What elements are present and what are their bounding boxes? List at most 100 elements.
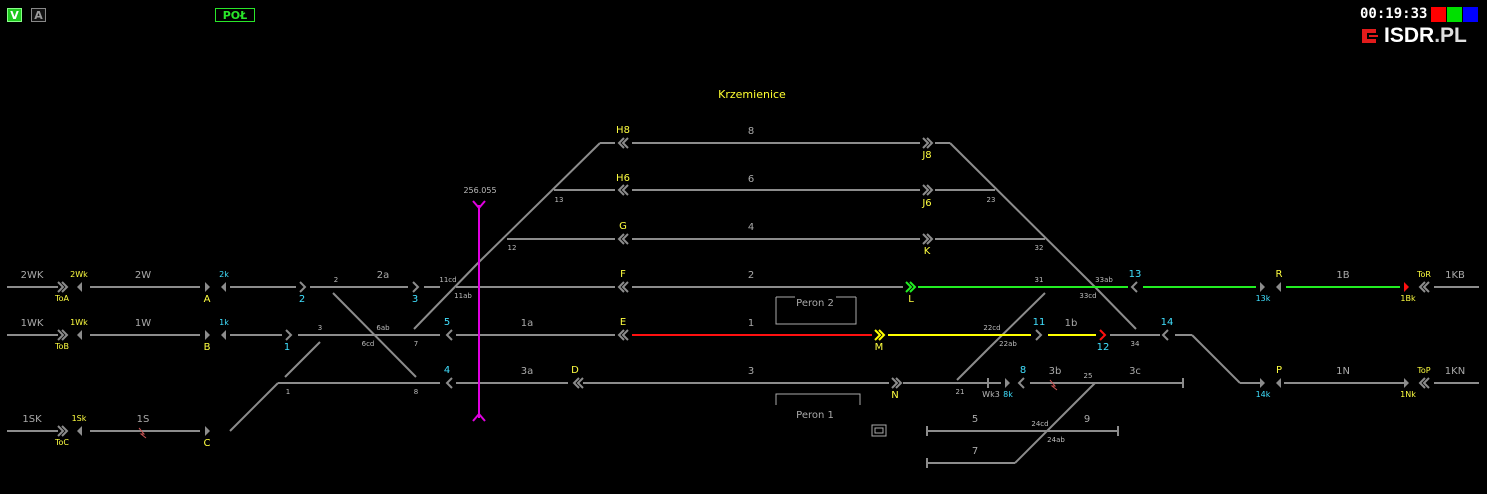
signal-1k-icon[interactable] — [221, 330, 226, 340]
signal-4-icon[interactable] — [445, 377, 453, 389]
switch-label-6cd: 6cd — [362, 340, 375, 348]
track-label-9: 9 — [1084, 414, 1090, 425]
lock-mark-1s-icon — [138, 427, 147, 439]
signal-1-icon[interactable] — [285, 329, 293, 341]
signal-j6-icon[interactable] — [922, 184, 934, 196]
label-2wk: 2Wk — [70, 270, 88, 279]
signal-d-icon[interactable] — [572, 377, 580, 389]
label-13k: 13k — [1256, 294, 1271, 303]
track-label-1kn: 1KN — [1445, 366, 1465, 377]
signal-m-icon[interactable] — [874, 329, 886, 341]
signal-2-icon[interactable] — [299, 281, 307, 293]
signal-3-icon[interactable] — [412, 281, 420, 293]
track-label-1w: 1W — [135, 318, 151, 329]
switch-12-13-fan[interactable] — [477, 142, 601, 264]
track-label-1n: 1N — [1336, 366, 1350, 377]
label-j8: J8 — [921, 150, 931, 161]
logo-main: ISDR — [1384, 24, 1435, 47]
signal-j8-icon[interactable] — [922, 137, 934, 149]
signal-r-icon[interactable] — [1276, 282, 1281, 292]
switch-label-33cd: 33cd — [1079, 292, 1096, 300]
mode-pol-button[interactable]: POŁ — [215, 8, 255, 22]
track-label-2wk: 2WK — [21, 270, 44, 281]
signal-c-icon[interactable] — [205, 426, 210, 436]
switch-label-6ab: 6ab — [376, 324, 390, 332]
signal-l-icon[interactable] — [905, 281, 917, 293]
logo-suffix: PL — [1440, 24, 1467, 47]
label-top: ToP — [1416, 366, 1430, 375]
signal-h8-icon[interactable] — [617, 137, 629, 149]
label-signal-5: 5 — [444, 317, 450, 328]
track-label-1s: 1S — [137, 414, 150, 425]
switch-31-22cd[interactable] — [989, 292, 1046, 348]
track-label-5: 5 — [972, 414, 978, 425]
signal-2wk-icon[interactable] — [77, 282, 82, 292]
signal-p-icon[interactable] — [1276, 378, 1281, 388]
signal-13-icon[interactable] — [1130, 281, 1138, 293]
station-building-icon — [871, 424, 887, 437]
signal-b-icon[interactable] — [205, 330, 210, 340]
track-label-2w: 2W — [135, 270, 151, 281]
signal-12-icon[interactable] — [1099, 329, 1107, 341]
signal-1wk-icon[interactable] — [77, 330, 82, 340]
switch-label-21: 21 — [956, 388, 965, 396]
v-button[interactable]: V — [7, 8, 22, 22]
switch-label-2: 2 — [334, 276, 338, 284]
label-signal-14: 14 — [1161, 317, 1174, 328]
switch-33cd-34[interactable] — [1094, 286, 1137, 330]
signal-1sk-icon[interactable] — [77, 426, 82, 436]
signal-toa-icon[interactable] — [57, 281, 65, 293]
signal-2k-icon[interactable] — [221, 282, 226, 292]
label-j6: J6 — [921, 198, 931, 209]
status-red-indicator — [1431, 7, 1446, 22]
switch-label-11cd: 11cd — [439, 276, 456, 284]
label-1wk: 1Wk — [70, 318, 88, 327]
switch-label-34: 34 — [1131, 340, 1140, 348]
label-signal-2: 2 — [299, 294, 305, 305]
signal-8k-icon[interactable] — [1005, 378, 1010, 388]
switch-labels: 1 2 3 6ab 6cd 7 8 11cd 11ab 12 13 21 22c… — [286, 196, 1140, 444]
logo-dot: . — [1434, 24, 1441, 47]
free-tracks — [7, 142, 1479, 468]
label-toc: ToC — [54, 438, 69, 447]
switch-7-11ab[interactable] — [413, 262, 479, 330]
signal-1nk-icon[interactable] — [1404, 378, 1409, 388]
signal-a-icon[interactable] — [205, 282, 210, 292]
label-h8: H8 — [616, 125, 630, 136]
platform-2-outline — [775, 297, 857, 325]
signal-h6-icon[interactable] — [617, 184, 629, 196]
label-l: L — [908, 294, 914, 305]
signal-13k-icon[interactable] — [1260, 282, 1265, 292]
label-g: G — [619, 221, 627, 232]
signal-11-icon[interactable] — [1035, 329, 1043, 341]
label-p: P — [1276, 365, 1282, 376]
track-label-1kb: 1KB — [1445, 270, 1465, 281]
switch-1-3[interactable] — [284, 341, 321, 378]
signal-5-icon[interactable] — [445, 329, 453, 341]
signal-toc-icon[interactable] — [57, 425, 65, 437]
signal-labels: 2Wk 1Wk 1Sk ToA ToB ToC 2k 1k A B C 2 1 … — [54, 125, 1431, 449]
signal-n-icon[interactable] — [891, 377, 903, 389]
signal-f-icon[interactable] — [617, 281, 629, 293]
label-d: D — [571, 365, 579, 376]
platform-1-outline — [775, 393, 861, 405]
switch-6ab-8[interactable] — [332, 292, 417, 378]
signal-tor-icon[interactable] — [1418, 281, 1430, 293]
a-button[interactable]: A — [31, 8, 46, 22]
switch-25-24[interactable] — [1014, 382, 1096, 464]
signal-14k-icon[interactable] — [1260, 378, 1265, 388]
label-k: K — [924, 246, 931, 257]
signal-14-icon[interactable] — [1161, 329, 1169, 341]
signal-k-icon[interactable] — [922, 233, 934, 245]
switch-1-route[interactable] — [229, 382, 279, 432]
signal-8-icon[interactable] — [1017, 377, 1025, 389]
signal-g-icon[interactable] — [617, 233, 629, 245]
switch-23-33-fan[interactable] — [949, 142, 1096, 288]
switch-22ab-21[interactable] — [956, 346, 991, 381]
switch-14-p[interactable] — [1191, 334, 1241, 384]
signal-e-icon[interactable] — [617, 329, 629, 341]
signal-top-icon[interactable] — [1418, 377, 1430, 389]
signal-1bk-icon[interactable] — [1404, 282, 1409, 292]
signal-tob-icon[interactable] — [57, 329, 65, 341]
